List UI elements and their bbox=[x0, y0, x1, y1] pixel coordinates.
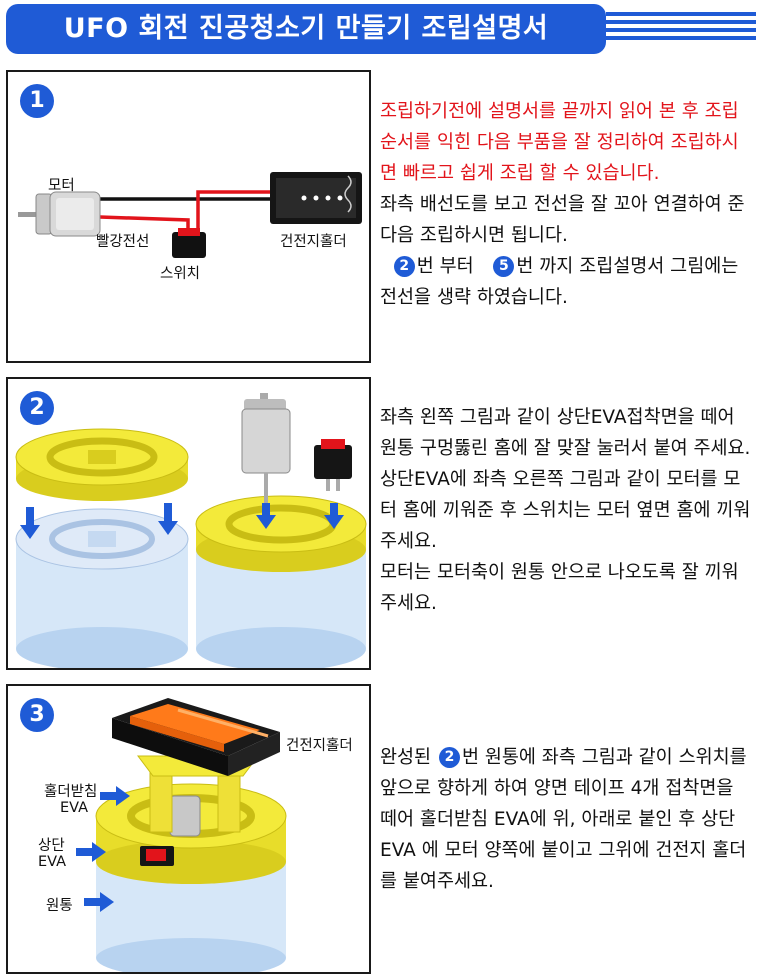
page-title: UFO 회전 진공청소기 만들기 조립설명서 bbox=[63, 13, 549, 44]
step-3-illustration bbox=[76, 698, 287, 972]
step-1-note-a: 번 부터 bbox=[416, 256, 474, 277]
left-eva-ring bbox=[15, 428, 189, 501]
ref-badge-step-2: 2 bbox=[438, 747, 460, 768]
motor-part bbox=[18, 191, 101, 237]
down-arrows-right bbox=[256, 503, 344, 529]
ref-badge-5: 5 bbox=[493, 256, 515, 277]
step-3-motor bbox=[169, 795, 201, 837]
step-3-arrows bbox=[76, 786, 130, 912]
step-1-text: 좌측 배선도를 보고 전선을 잘 꼬아 연결하여 준 다음 조립하시면 됩니다. bbox=[380, 194, 745, 246]
step-2-motor bbox=[241, 393, 291, 503]
down-arrows-left bbox=[20, 503, 178, 539]
step-2-badge: 2 bbox=[20, 391, 54, 425]
red-wire-label: 빨강전선 bbox=[96, 234, 150, 250]
left-cylinder bbox=[15, 508, 189, 668]
step-3-badge: 3 bbox=[20, 698, 54, 732]
switch-label: 스위치 bbox=[160, 266, 201, 282]
top-eva-label-2: EVA bbox=[38, 854, 67, 870]
step-1-note-b: 번 까지 조립설명서 그림에는 전선을 생략 하였습니다. bbox=[380, 256, 739, 308]
right-cylinder bbox=[195, 495, 367, 668]
title-bar bbox=[6, 4, 606, 54]
step-3-text-a: 완성된 bbox=[380, 747, 432, 768]
step-3-switch bbox=[140, 846, 174, 866]
warning-text: 조립하기전에 설명서를 끝까지 읽어 본 후 조립순서를 익힌 다음 부품을 잘… bbox=[380, 101, 739, 184]
red-wire-holder bbox=[196, 190, 278, 234]
step-2-description: 좌측 왼쪽 그림과 같이 상단EVA접착면을 떼어 원통 구멍뚫린 홈에 잘 맞… bbox=[380, 407, 751, 614]
wiring-diagram bbox=[18, 172, 362, 258]
header-stripes bbox=[606, 12, 756, 46]
step-3-panel: 3 bbox=[6, 684, 371, 974]
holder-eva-label-1: 홀더받침 bbox=[44, 784, 98, 800]
step-3-battery-holder-label: 건전지홀더 bbox=[286, 738, 353, 754]
header: UFO 회전 진공청소기 만들기 조립설명서 bbox=[0, 0, 760, 62]
step-1-badge: 1 bbox=[20, 84, 54, 118]
motor-label: 모터 bbox=[48, 178, 75, 194]
ref-badge-2: 2 bbox=[393, 256, 415, 277]
step-2-switch bbox=[314, 439, 352, 491]
top-eva-label-1: 상단 bbox=[38, 838, 65, 854]
step-1-description: 조립하기전에 설명서를 끝까지 읽어 본 후 조립순서를 익힌 다음 부품을 잘… bbox=[380, 96, 752, 313]
step-1-panel: 1 모터 빨강전선 스위치 건전지홀더 bbox=[6, 70, 371, 363]
step-2-illustration bbox=[15, 393, 367, 668]
cylinder-label: 원통 bbox=[46, 898, 73, 914]
step-3-text-b: 번 원통에 좌측 그림과 같이 스위치를 앞으로 향하게 하여 양면 테이프 4… bbox=[380, 747, 747, 892]
battery-holder-label: 건전지홀더 bbox=[280, 234, 347, 250]
step-2-panel: 2 bbox=[6, 377, 371, 670]
battery-holder-part bbox=[270, 172, 362, 224]
switch-part bbox=[172, 228, 206, 258]
holder-eva-label-2: EVA bbox=[60, 800, 89, 816]
step-3-battery-holder bbox=[112, 698, 280, 776]
